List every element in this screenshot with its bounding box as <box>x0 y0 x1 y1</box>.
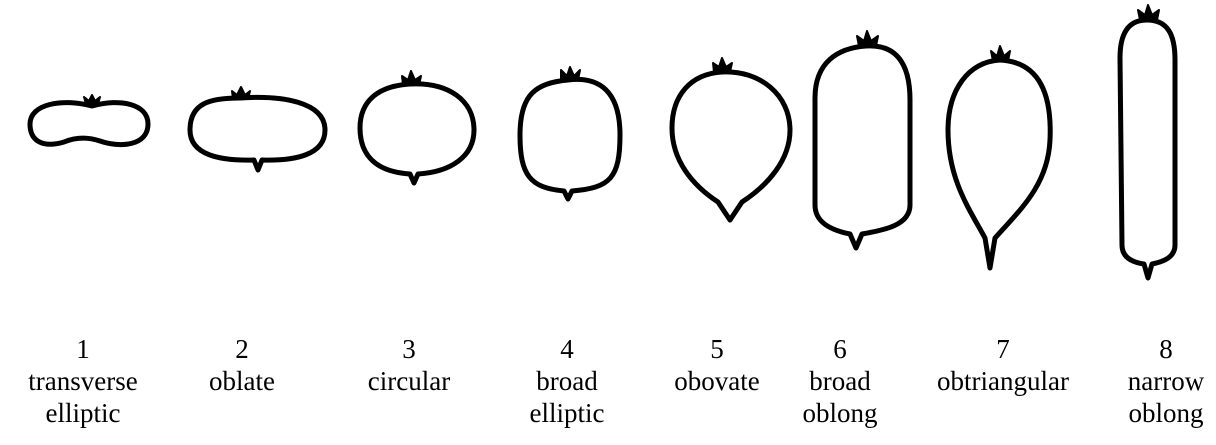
shape-name: transverse <box>28 366 138 396</box>
shape-5-obovate <box>669 57 793 223</box>
shape-8-narrow-oblong <box>1117 4 1178 281</box>
shape-7-obtriangular <box>945 45 1053 271</box>
shape-name-line2: elliptic <box>45 398 121 428</box>
shape-2-oblate <box>187 86 328 173</box>
shape-6-broad-oblong <box>812 30 913 251</box>
shape-number: 4 <box>560 334 574 364</box>
shape-name: obovate <box>674 366 760 396</box>
shape-name-line2: oblong <box>802 398 878 428</box>
shape-4-broad-elliptic <box>517 66 623 202</box>
shape-number: 3 <box>402 334 416 364</box>
shape-name: circular <box>367 366 451 396</box>
shape-number: 5 <box>710 334 724 364</box>
shape-label-2: 2 oblate <box>167 333 317 397</box>
shape-label-5: 5 obovate <box>642 333 792 397</box>
shape-label-3: 3 circular <box>334 333 484 397</box>
shape-name: obtriangular <box>937 366 1069 396</box>
shape-number: 7 <box>996 334 1010 364</box>
shape-label-4: 4 broad elliptic <box>492 333 642 429</box>
shape-number: 2 <box>235 334 249 364</box>
shape-name: narrow <box>1127 366 1205 396</box>
shape-label-8: 8 narrow oblong <box>1091 333 1216 429</box>
shape-name-line2: elliptic <box>529 398 605 428</box>
shape-label-6: 6 broad oblong <box>765 333 915 429</box>
shape-outlines <box>27 4 1178 281</box>
shape-name: broad <box>536 366 598 396</box>
shape-label-1: 1 transverse elliptic <box>8 333 158 429</box>
shape-3-circular <box>357 70 477 186</box>
shape-1-transverse-elliptic <box>27 94 151 148</box>
shape-name: oblate <box>209 366 275 396</box>
shape-number: 8 <box>1159 334 1173 364</box>
shape-number: 6 <box>833 334 847 364</box>
shape-name: broad <box>809 366 871 396</box>
shape-label-7: 7 obtriangular <box>928 333 1078 397</box>
shape-number: 1 <box>76 334 90 364</box>
shape-name-line2: oblong <box>1128 398 1204 428</box>
